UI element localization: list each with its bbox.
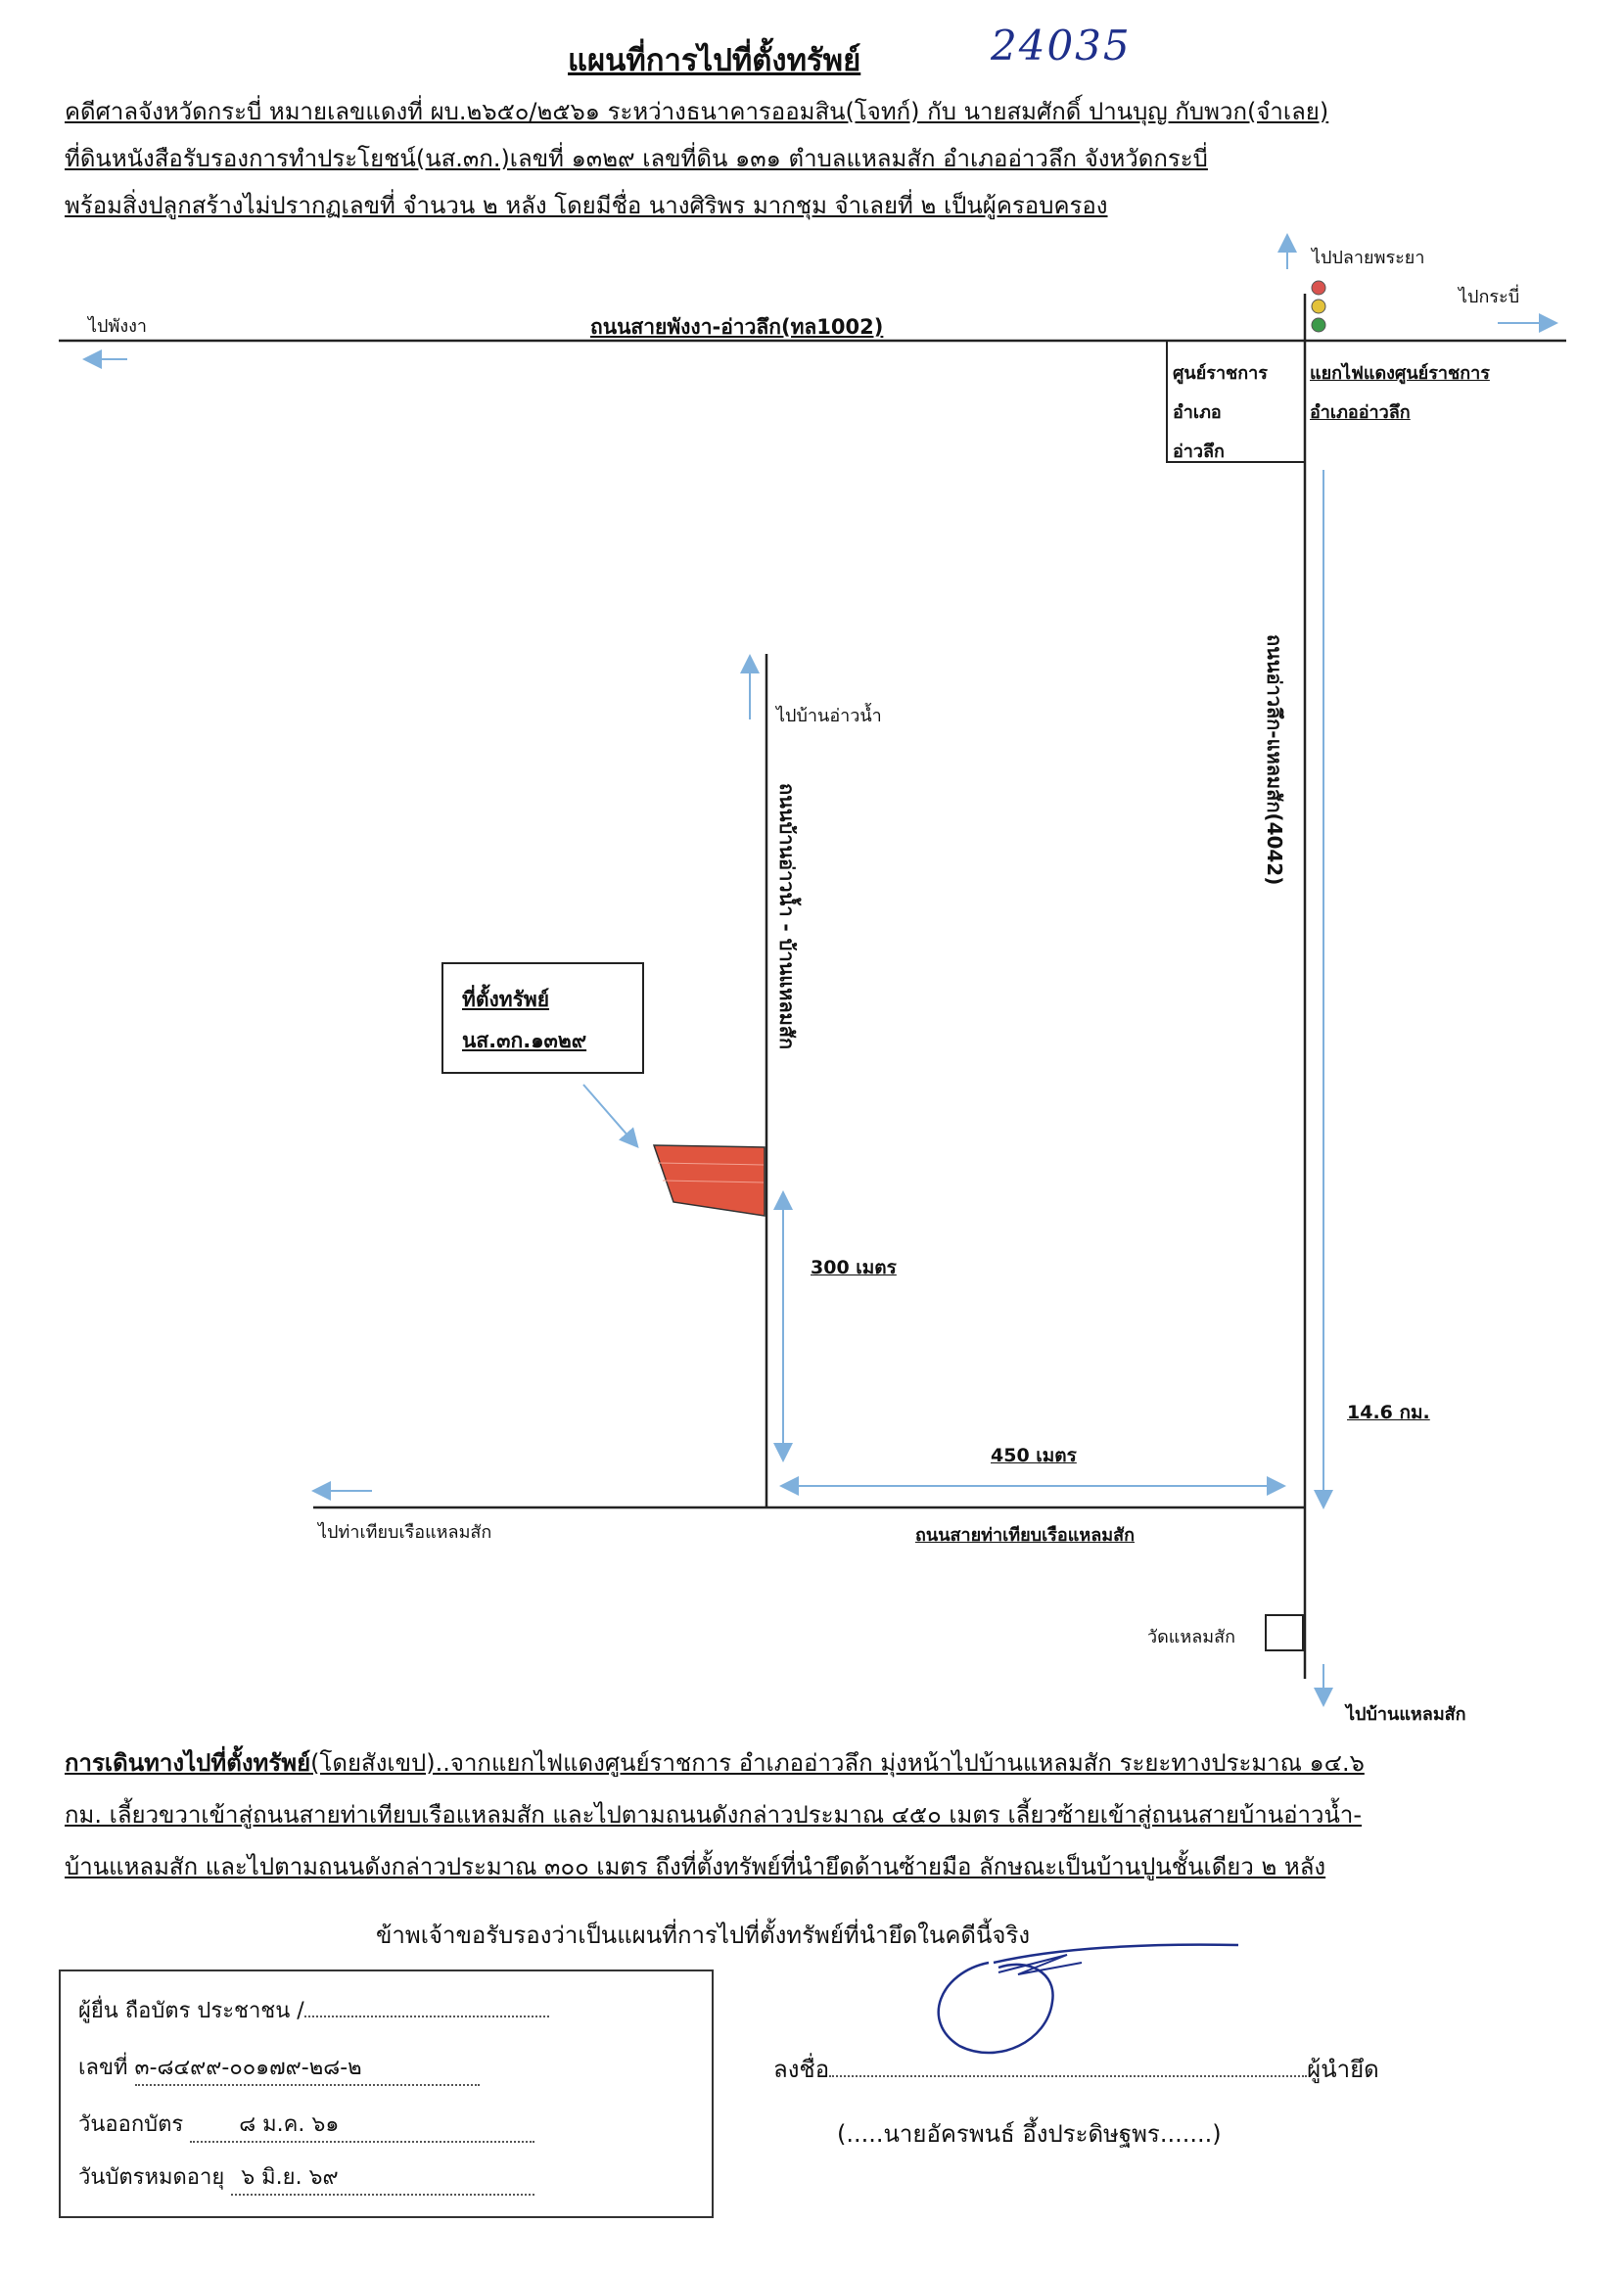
id-expiry-value: ๖ มิ.ย. ๖๙ — [231, 2159, 534, 2196]
header-line-case: คดีศาลจังหวัดกระบี่ หมายเลขแดงที่ ผบ.๒๖๕… — [65, 98, 1329, 125]
arrow-to-property — [582, 1084, 639, 1149]
route-lead: การเดินทางไปที่ตั้งทรัพย์ — [65, 1749, 311, 1777]
temple-box — [1265, 1614, 1304, 1651]
id-applicant-text: ผู้ยื่น ถือบัตร ประชาชน / — [78, 1999, 304, 2023]
label-to-plai-phraya: ไปปลายพระยา — [1312, 248, 1425, 268]
label-14-6km: 14.6 กม. — [1347, 1402, 1430, 1423]
label-pier-road: ถนนสายท่าเทียบเรือแหลมสัก — [915, 1525, 1135, 1546]
gov-center-label: ศูนย์ราชการ อำเภอ อ่าวลึก — [1173, 354, 1268, 472]
id-expiry-row: วันบัตรหมดอายุ ๖ มิ.ย. ๖๙ — [78, 2159, 534, 2196]
label-to-ban-ao-nam: ไปบ้านอ่าวน้ำ — [776, 706, 882, 726]
header-line-land: ที่ดินหนังสือรับรองการทำประโยชน์(นส.๓ก.)… — [65, 145, 1208, 172]
label-300m: 300 เมตร — [811, 1257, 897, 1278]
label-main-road: ถนนสายพังงา-อ่าวลึก(ทล1002) — [590, 315, 884, 339]
id-number-label: เลขที่ — [78, 2056, 128, 2080]
junction-line-1: แยกไฟแดงศูนย์ราชการ — [1310, 363, 1490, 384]
junction-line-2: อำเภออ่าวลึก — [1310, 402, 1411, 423]
property-label-line-2: นส.๓ก.๑๓๒๙ — [462, 1029, 587, 1052]
signature-icon — [937, 1943, 1239, 2055]
header-line-buildings: พร้อมสิ่งปลูกสร้างไม่ปรากฏเลขที่ จำนวน ๒… — [65, 192, 1108, 219]
route-line-1-text: (โดยสังเขป)..จากแยกไฟแดงศูนย์ราชการ อำเภ… — [310, 1749, 1365, 1777]
signer-name: (.....นายอัครพนธ์ อึ้งประดิษฐพร.......) — [837, 2120, 1222, 2148]
route-line-2: กม. เลี้ยวขวาเข้าสู่ถนนสายท่าเทียบเรือแห… — [65, 1801, 1363, 1829]
label-to-ban-laem-sak: ไปบ้านแหลมสัก — [1346, 1704, 1466, 1725]
id-number-value: ๓-๘๔๙๙-๐๐๑๗๙-๒๘-๒ — [134, 2050, 480, 2086]
property-label-line-1: ที่ตั้งทรัพย์ — [462, 988, 550, 1011]
label-highway-4042: ถนนอ่าวลึก-แหลมสัก(4042) — [1263, 634, 1286, 886]
property-label-box — [441, 962, 644, 1074]
junction-label: แยกไฟแดงศูนย์ราชการ อำเภออ่าวลึก — [1310, 354, 1490, 433]
signature-line: ลงชื่อ ผู้นำยึด — [773, 2050, 1379, 2088]
gov-center-line-3: อ่าวลึก — [1173, 441, 1225, 462]
id-card-box: ผู้ยื่น ถือบัตร ประชาชน / เลขที่ ๓-๘๔๙๙-… — [59, 1970, 714, 2218]
route-map — [59, 233, 1566, 1707]
sign-suffix: ผู้นำยึด — [1307, 2056, 1379, 2083]
label-to-krabi: ไปกระบี่ — [1459, 287, 1520, 307]
label-to-pier: ไปท่าเทียบเรือแหลมสัก — [318, 1522, 492, 1543]
property-label: ที่ตั้งทรัพย์ นส.๓ก.๑๓๒๙ — [462, 979, 586, 1061]
id-issue-value: ๘ ม.ค. ๖๑ — [190, 2107, 535, 2143]
gov-center-box — [1166, 340, 1306, 463]
id-applicant: ผู้ยื่น ถือบัตร ประชาชน / — [78, 1993, 549, 2027]
id-issue-label: วันออกบัตร — [78, 2112, 184, 2137]
id-issue-row: วันออกบัตร ๘ ม.ค. ๖๑ — [78, 2107, 535, 2143]
certification-text: ข้าพเจ้าขอรับรองว่าเป็นแผนที่การไปที่ตั้… — [376, 1922, 1031, 1949]
gov-center-line-1: ศูนย์ราชการ — [1173, 363, 1268, 384]
label-temple: วัดแหลมสัก — [1147, 1627, 1236, 1647]
label-to-phang-nga: ไปพังงา — [88, 316, 148, 337]
traffic-light-icon — [1311, 280, 1326, 333]
sign-prefix: ลงชื่อ — [773, 2056, 830, 2083]
handwritten-number: 24035 — [991, 22, 1132, 70]
id-number-row: เลขที่ ๓-๘๔๙๙-๐๐๑๗๙-๒๘-๒ — [78, 2050, 480, 2086]
gov-center-line-2: อำเภอ — [1173, 402, 1222, 423]
route-line-3: บ้านแหลมสัก และไปตามถนนดังกล่าวประมาณ ๓๐… — [65, 1853, 1326, 1880]
label-local-road: ถนนบ้านอ่าวน้ำ - บ้านแหลมสัก — [775, 783, 799, 1050]
document-title: แผนที่การไปที่ตั้งทรัพย์ — [568, 43, 861, 78]
label-450m: 450 เมตร — [991, 1445, 1077, 1466]
route-line-1: การเดินทางไปที่ตั้งทรัพย์(โดยสังเขป)..จา… — [65, 1743, 1365, 1782]
id-expiry-label: วันบัตรหมดอายุ — [78, 2165, 225, 2190]
